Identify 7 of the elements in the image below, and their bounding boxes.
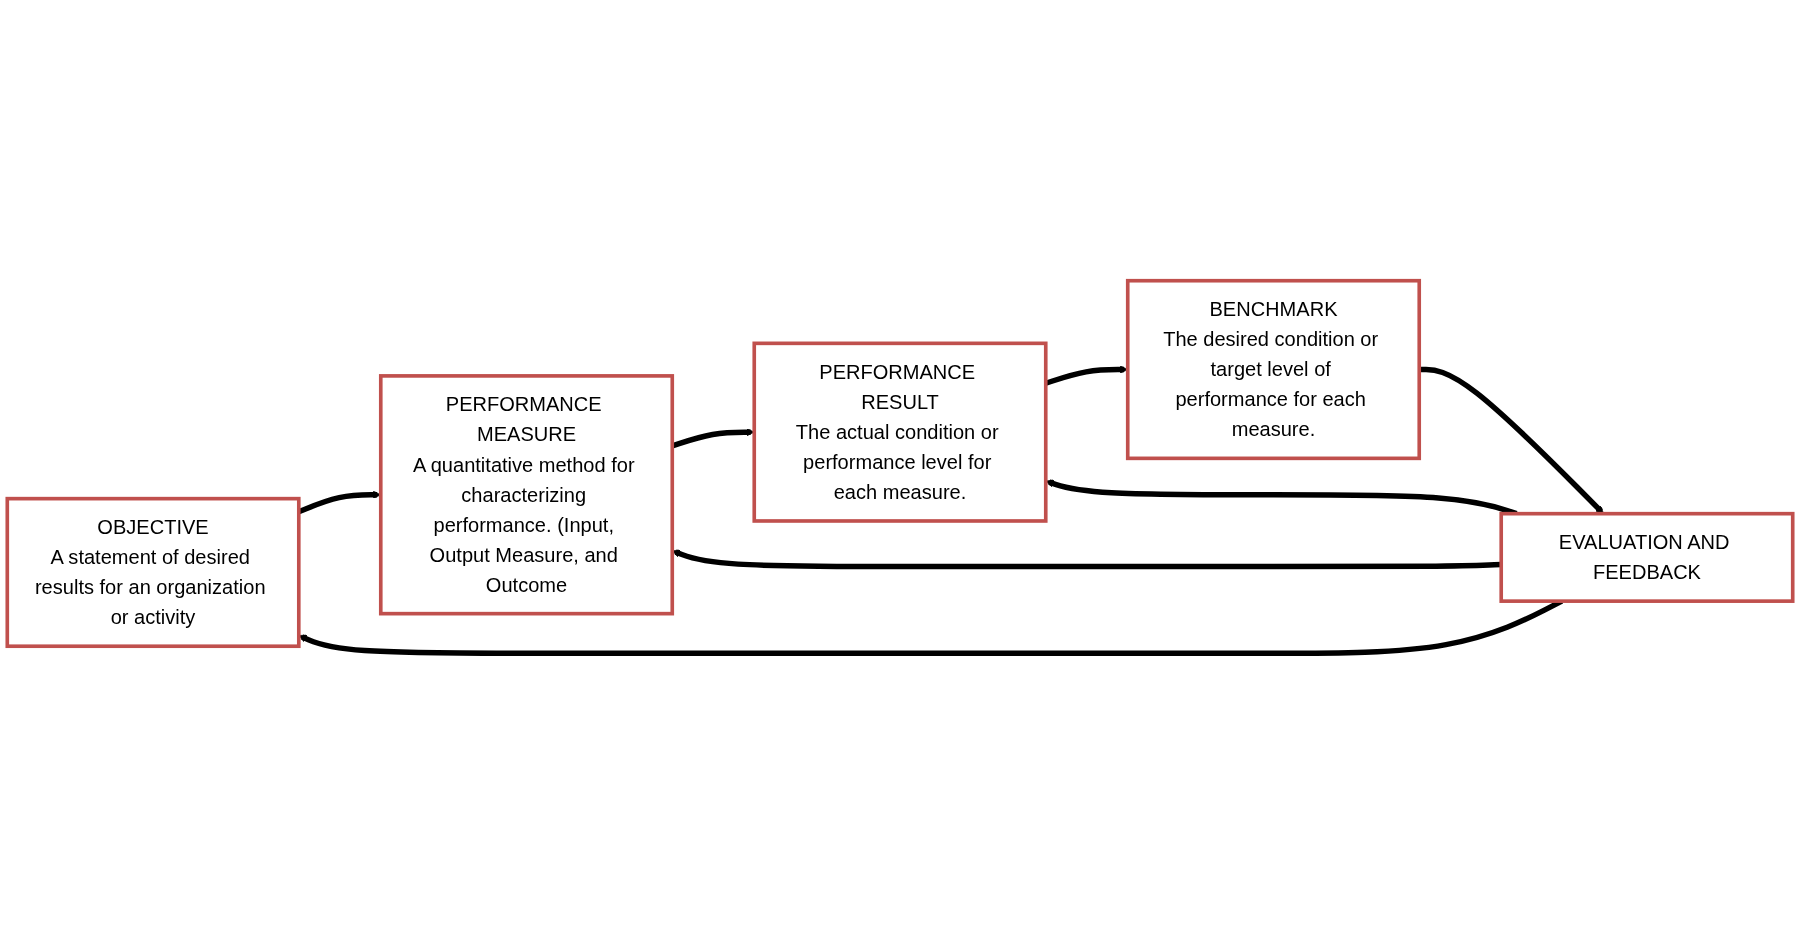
node-box: BENCHMARK The desired condition or target level of performance for each measure. bbox=[1125, 278, 1422, 461]
node-box: PERFORMANCE RESULT The actual condition or performance level for each measure. bbox=[752, 341, 1048, 523]
arrow bbox=[671, 428, 755, 449]
node-box: EVALUATION AND FEEDBACK bbox=[1499, 511, 1795, 603]
node-box: PERFORMANCE MEASURE A quantitative method for characterizing performance. (Input, Output Measure, and Outcome bbox=[378, 374, 675, 616]
node-box: OBJECTIVE A statement of desired results for an organization or activity bbox=[5, 496, 301, 649]
arrow bbox=[1419, 366, 1604, 515]
